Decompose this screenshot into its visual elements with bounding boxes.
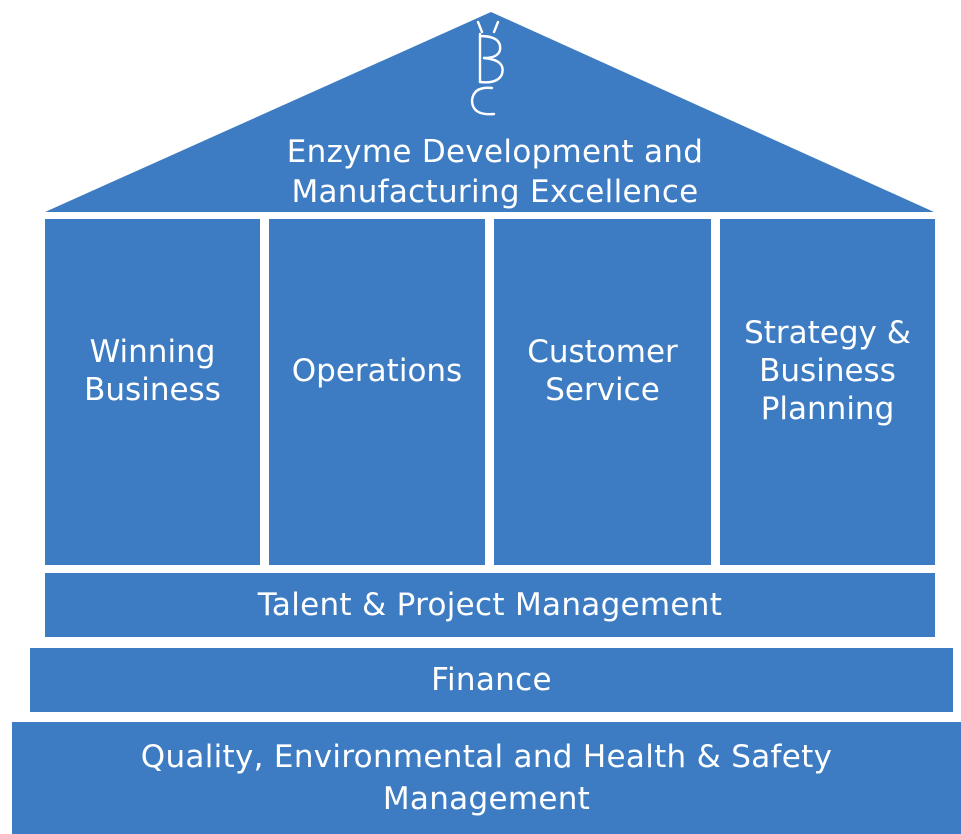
pillar-customer-service: Customer Service bbox=[494, 219, 711, 565]
pillar-label: Operations bbox=[291, 353, 463, 389]
pillar-label: Winning Business bbox=[84, 334, 221, 408]
roof-title: Enzyme Development and Manufacturing Exc… bbox=[150, 132, 840, 212]
band-finance: Finance bbox=[30, 648, 953, 712]
band-label: Finance bbox=[431, 662, 552, 698]
band-talent-project-management: Talent & Project Management bbox=[45, 573, 935, 637]
pillar-operations: Operations bbox=[269, 219, 485, 565]
pillar-label: Customer Service bbox=[527, 334, 678, 408]
pillar-strategy-business-planning: Strategy & Business Planning bbox=[720, 219, 935, 565]
foundation-line2: Management bbox=[382, 781, 591, 817]
foundation-quality-ehs: Quality, Environmental and Health & Safe… bbox=[12, 722, 961, 834]
roof bbox=[45, 12, 934, 212]
roof-title-line2: Manufacturing Excellence bbox=[291, 174, 699, 210]
bc-monogram-logo bbox=[470, 20, 504, 116]
roof-title-line1: Enzyme Development and bbox=[286, 134, 704, 170]
pillar-winning-business: Winning Business bbox=[45, 219, 260, 565]
foundation-line1: Quality, Environmental and Health & Safe… bbox=[140, 739, 833, 775]
band-label: Talent & Project Management bbox=[257, 587, 723, 623]
roof-shape bbox=[45, 12, 934, 212]
pillar-label: Strategy & Business Planning bbox=[744, 315, 911, 427]
